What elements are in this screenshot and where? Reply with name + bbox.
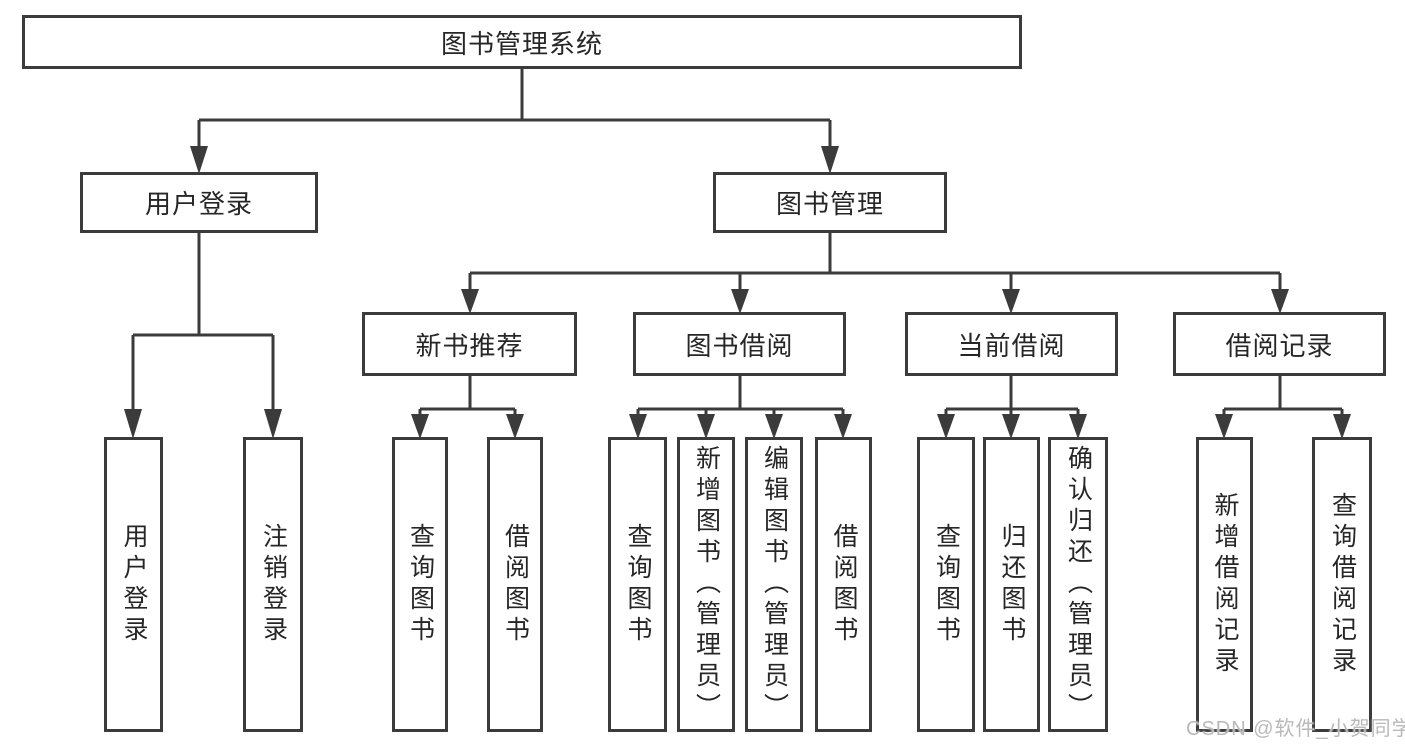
leaf-logout-login: 注销登录 [243,437,303,732]
leaf-label: 查询借阅记录 [1328,491,1357,678]
leaf-user-login: 用户登录 [104,437,163,732]
leaf-label: 新增借阅记录 [1211,491,1239,678]
csdn-watermark: CSDN @软件_小贺同学 [1186,718,1405,740]
leaf-add-borrow-record: 新增借阅记录 [1196,437,1253,732]
leaf-label: 归还图书 [998,522,1026,647]
leaf-query-books-current: 查询图书 [917,437,975,732]
leaf-borrow-books-recommend: 借阅图书 [487,437,543,732]
node-root: 图书管理系统 [22,15,1022,69]
node-borrow-records: 借阅记录 [1173,312,1386,376]
leaf-return-book: 归还图书 [983,437,1040,732]
node-current-borrow: 当前借阅 [905,312,1118,376]
node-new-book-recommend: 新书推荐 [362,312,577,376]
leaf-label: 查询图书 [406,522,435,647]
leaf-label: 借阅图书 [830,522,858,647]
node-user-login: 用户登录 [80,172,318,233]
leaf-query-borrow-record: 查询借阅记录 [1312,437,1372,732]
leaf-label: 注销登录 [259,522,288,647]
leaf-label: 确认归还（管理员） [1064,445,1093,724]
arrowheads [124,146,1351,439]
node-book-management: 图书管理 [713,172,947,233]
leaf-label: 用户登录 [120,522,148,647]
leaf-borrow-books: 借阅图书 [815,437,872,732]
leaf-label: 借阅图书 [501,522,530,647]
leaf-label: 查询图书 [932,522,961,647]
leaf-query-books-recommend: 查询图书 [392,437,448,732]
leaf-query-books-borrow: 查询图书 [608,437,667,732]
leaf-label: 编辑图书（管理员） [760,445,789,724]
leaf-add-book-admin: 新增图书（管理员） [677,437,735,732]
leaf-label: 新增图书（管理员） [692,445,721,724]
leaf-confirm-return-admin: 确认归还（管理员） [1048,437,1108,732]
node-book-borrow: 图书借阅 [633,312,846,376]
leaf-label: 查询图书 [624,522,652,647]
leaf-edit-book-admin: 编辑图书（管理员） [745,437,803,732]
